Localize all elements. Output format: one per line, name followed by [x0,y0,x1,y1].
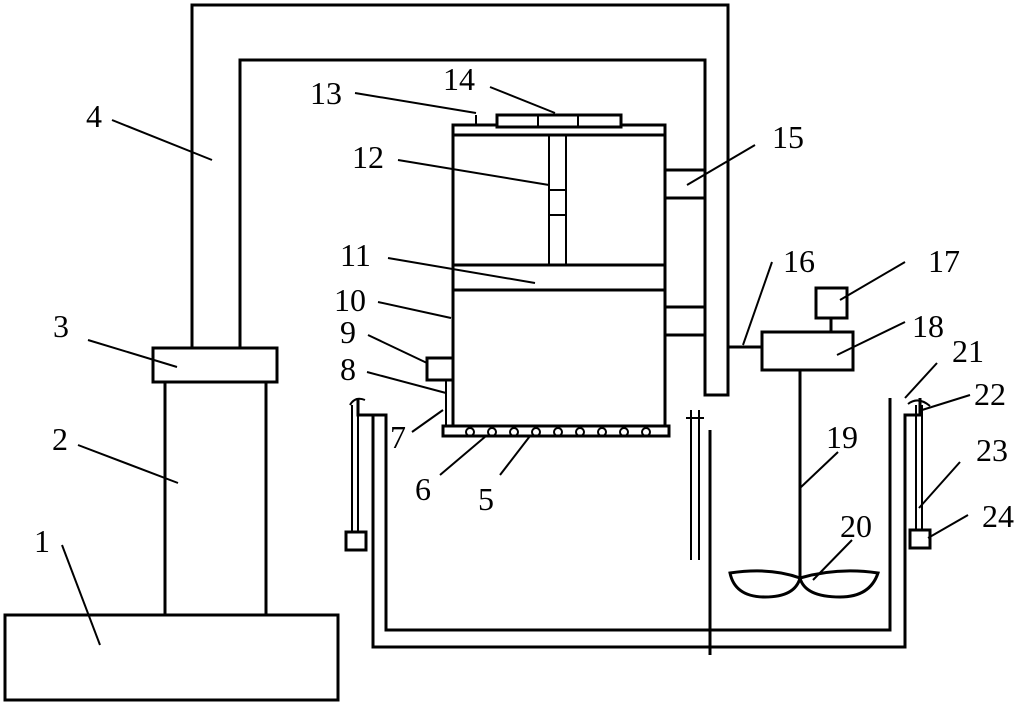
stirrer [728,370,880,599]
label-5: 5 [478,481,494,517]
label-24: 24 [982,498,1014,534]
side-valve [425,356,455,382]
label-11: 11 [340,237,371,273]
vessel [451,131,667,438]
support-column [163,382,268,615]
label-9: 9 [340,314,356,350]
label-2: 2 [52,421,68,457]
lower-bracket [663,305,707,337]
upper-bracket [663,168,707,200]
label-6: 6 [415,471,431,507]
label-16: 16 [783,243,815,279]
label-4: 4 [86,98,102,134]
right-clamp [907,399,932,550]
base-block [3,613,340,702]
label-3: 3 [53,308,69,344]
middle-clamp [686,410,704,560]
label-1: 1 [34,523,50,559]
label-7: 7 [390,419,406,455]
central-rod [548,135,567,265]
label-12: 12 [352,139,384,175]
motor-assembly [728,286,855,372]
label-18: 18 [912,308,944,344]
label-14: 14 [443,61,475,97]
label-17: 17 [928,243,960,279]
label-19: 19 [826,419,858,455]
perforated-plate [441,424,671,438]
left-clamp [344,397,368,552]
label-15: 15 [772,119,804,155]
leader-lines [61,86,971,646]
frame-arm [190,3,730,397]
label-10: 10 [334,282,366,318]
label-22: 22 [974,376,1006,412]
tank [356,398,922,655]
label-8: 8 [340,351,356,387]
label-23: 23 [976,432,1008,468]
label-13: 13 [310,75,342,111]
label-20: 20 [840,508,872,544]
label-21: 21 [952,333,984,369]
lid-plate [451,113,667,137]
